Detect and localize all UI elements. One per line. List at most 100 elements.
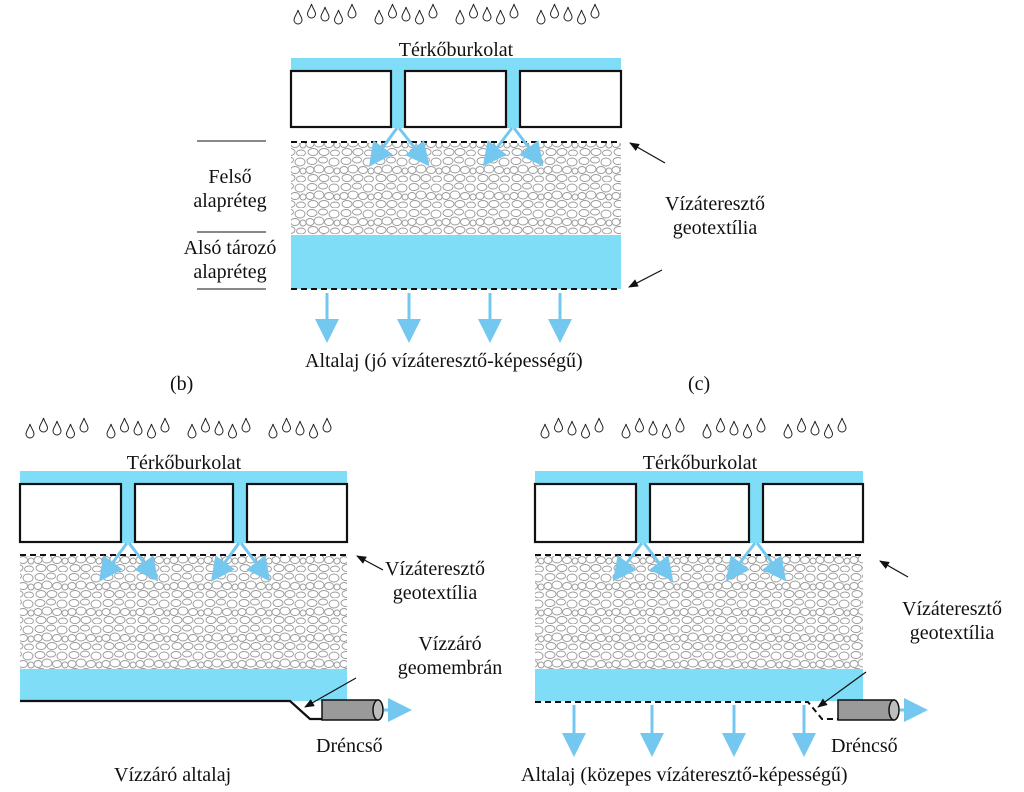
pointer-arrow-icon [628,269,663,288]
flow-arrow-icon [725,542,757,582]
raindrop-icon [455,9,465,25]
flow-arrow-icon-group [98,542,271,582]
lower-base-label-line2: alapréteg [193,261,267,283]
paving-joint [391,70,405,128]
raindrop-icon [468,3,479,19]
paver-block [533,482,638,544]
raindrop-icon [495,9,506,25]
paving-joint [233,483,247,543]
upper-base-label-line1: Felső [208,166,252,188]
flow-arrow-icon [397,127,430,167]
membrane-label-line2: geomembrán [397,657,503,679]
right-panel-system [533,417,928,757]
infiltration-arrow-group [562,705,816,757]
paver-block [648,482,751,544]
raindrop-icon [200,417,211,433]
raindrop-icon [536,9,546,25]
upper-base-gravel [291,143,621,235]
flow-arrow-icon [512,127,544,167]
raindrop-icon [661,423,672,439]
geotextile-label-right: Vízáteresztő geotextília [882,597,1022,645]
drain-pipe-icon [837,698,928,722]
paving-joint [121,483,135,543]
flow-arrow-icon [368,127,399,167]
raindrop-icon [119,417,130,433]
raindrop-icon [428,3,438,19]
raindrop-icon [540,423,550,439]
subgrade-label-left: Vízzáró altalaj [114,764,232,786]
raindrop-icon [295,420,305,436]
flow-arrow-icon-group [612,542,787,582]
raindrop-icon-row [25,417,332,439]
raindrop-icon [823,423,834,439]
raindrop-icon [146,423,157,439]
raindrop-icon [79,417,89,433]
paver-block [245,482,349,544]
raindrop-icon [401,6,411,22]
raindrop-icon [160,417,170,433]
base-gravel [20,556,347,669]
membrane-label-line1: Vízzáró [418,633,482,655]
flow-arrow-icon [210,542,241,582]
infiltration-arrow-group [315,293,572,343]
raindrop-icon [414,9,425,25]
paving-joint [506,70,520,128]
raindrop-icon [621,423,631,439]
flow-arrow-icon-group [368,127,544,167]
lower-base-label: Alsó tározó alapréteg [166,236,294,284]
flow-arrow-icon [127,542,159,582]
raindrop-icon [580,423,591,439]
raindrop-icon [227,423,238,439]
left-panel-system [18,417,412,722]
raindrop-icon [482,6,492,22]
flow-arrow-icon [239,542,271,582]
pointer-arrow-icon [304,677,357,708]
raindrop-icon [268,423,278,439]
raindrop-icon [509,3,519,19]
raindrop-icon-row [540,417,847,439]
raindrop-icon [702,423,712,439]
paving-joint [749,483,763,543]
panel-tag-b: (b) [170,373,194,395]
raindrop-icon [675,417,685,433]
raindrop-icon [756,417,766,433]
flow-arrow-icon [755,542,787,582]
paving-water-band [535,471,863,483]
top-panel-system-b [197,3,666,343]
raindrop-icon [742,423,753,439]
base-gravel [535,556,863,669]
geotextile-label-line2: geotextília [672,217,758,239]
drain-pipe-icon [321,698,412,722]
raindrop-icon [241,417,251,433]
geomembrane-line [20,699,328,721]
raindrop-icon [563,6,573,22]
raindrop-icon [553,417,564,433]
pointer-arrow-icon [817,671,867,708]
raindrop-icon [214,420,224,436]
raindrop-icon [549,3,560,19]
storage-water [20,669,347,701]
flow-arrow-icon [612,542,644,582]
raindrop-icon [320,6,330,22]
flow-arrow-icon [642,542,674,582]
raindrop-icon [106,423,116,439]
paver-block [133,482,235,544]
raindrop-icon-row [293,3,600,25]
raindrop-icon [715,417,726,433]
paving-water-band [20,471,347,483]
geotextile-line-bottom [535,701,838,720]
raindrop-icon [187,423,197,439]
paver-block [18,482,123,544]
raindrop-icon [590,3,600,19]
storage-water [535,669,863,701]
geotextile-label-line1: Vízáteresztő [665,193,765,215]
membrane-label-left: Vízzáró geomembrán [375,632,525,680]
raindrop-icon [65,423,76,439]
raindrop-icon [837,417,847,433]
geotextile-label-line1: Vízáteresztő [902,598,1002,620]
pointer-arrow-icon [629,142,666,164]
paver-block [761,482,865,544]
raindrop-icon [594,417,604,433]
flow-arrow-icon [482,127,514,167]
